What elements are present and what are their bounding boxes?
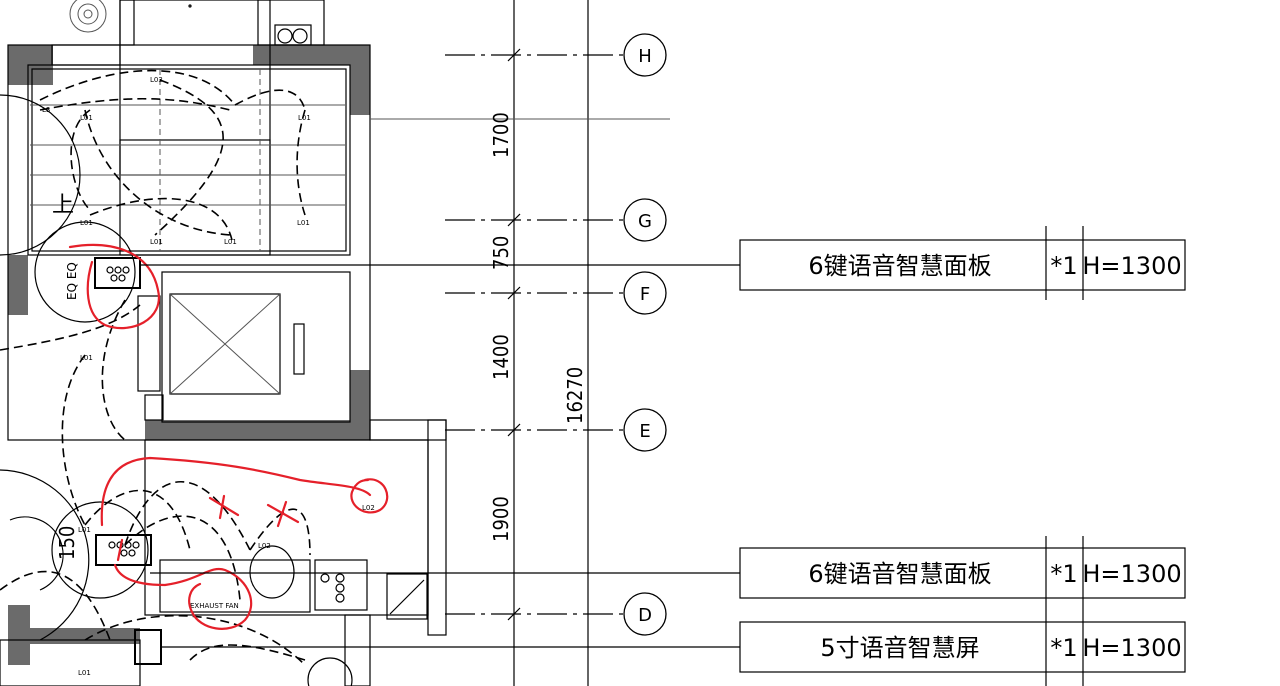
- dimension-lines: 1700 750 1400 1900 16270 150: [55, 0, 670, 686]
- walls: [0, 0, 447, 686]
- svg-text:G: G: [638, 211, 652, 232]
- switch-circles: [34, 221, 162, 665]
- legend-item-qty: *1: [1050, 560, 1077, 588]
- red-markup: [68, 243, 389, 630]
- plant-symbol: [69, 0, 107, 33]
- fixture-labels: L01 L01 L01 L01 L01 L01 L01 L01 L02 L01 …: [42, 76, 375, 677]
- legend-row-1: 6键语音智慧面板 *1 H=1300: [739, 226, 1186, 300]
- legend-item-qty: *1: [1050, 634, 1077, 662]
- svg-text:D: D: [638, 605, 652, 626]
- grid-axis-d: D: [623, 592, 667, 636]
- svg-text:H: H: [638, 46, 652, 67]
- dimension-150: 150: [55, 526, 79, 560]
- grid-axes: H G F E D: [445, 33, 667, 636]
- fixture-label: L03: [150, 76, 163, 84]
- legend-row-3: 5寸语音智慧屏 *1 H=1300: [739, 608, 1186, 686]
- svg-text:F: F: [640, 284, 650, 305]
- fixture-label: L01: [224, 238, 237, 246]
- fixture-label: L01: [80, 354, 93, 362]
- legend-item-name: 5寸语音智慧屏: [820, 634, 979, 662]
- legend-item-qty: *1: [1050, 252, 1077, 280]
- fixture-label: L01: [78, 669, 91, 677]
- fixture-label: L01: [80, 219, 93, 227]
- legend-item-name: 6键语音智慧面板: [808, 252, 991, 280]
- fixture-label: L02: [362, 504, 375, 512]
- fixture-label: L01: [297, 219, 310, 227]
- dimension-1700: 1700: [489, 112, 513, 158]
- legend-item-name: 6键语音智慧面板: [808, 560, 991, 588]
- fixture-label: L01: [298, 114, 311, 122]
- fixture-label: L01: [80, 114, 93, 122]
- dimension-1900: 1900: [489, 496, 513, 542]
- circuit-wiring: [0, 69, 311, 666]
- leader-lines: [140, 264, 740, 648]
- dimension-total: 16270: [563, 367, 587, 424]
- stair-up-label: 上: [52, 193, 74, 218]
- grid-axis-f: F: [623, 271, 667, 315]
- fixture-label: L01: [78, 526, 91, 534]
- grid-axis-g: G: [623, 198, 667, 242]
- svg-text:E: E: [639, 421, 650, 442]
- fixture-label: L01: [150, 238, 163, 246]
- exhaust-fan-label: EXHAUST FAN: [190, 602, 239, 610]
- legend-row-2: 6键语音智慧面板 *1 H=1300: [739, 536, 1186, 608]
- legend-item-height: H=1300: [1082, 252, 1181, 280]
- dimension-1400: 1400: [489, 334, 513, 380]
- fixture-label: L02: [258, 542, 271, 550]
- grid-axis-e: E: [623, 408, 667, 452]
- grid-axis-h: H: [623, 33, 667, 77]
- legend-item-height: H=1300: [1082, 634, 1181, 662]
- fixture-label: L3: [42, 106, 50, 114]
- eq-label: EQ EQ: [65, 262, 79, 300]
- dimension-750: 750: [489, 236, 513, 270]
- legend-item-height: H=1300: [1082, 560, 1181, 588]
